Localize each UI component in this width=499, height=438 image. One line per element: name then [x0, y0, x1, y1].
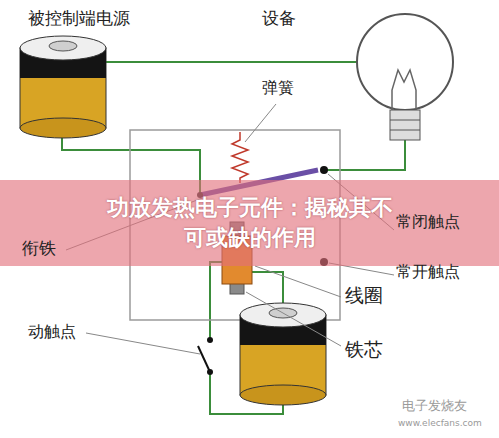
watermark: 电子发烧友 [402, 398, 467, 414]
spring [232, 132, 248, 183]
part-label: 常闭触点 [396, 212, 460, 231]
bulb [357, 14, 453, 140]
battery [240, 303, 326, 405]
part-label: 铁芯 [345, 338, 383, 361]
part-label: 衔铁 [22, 238, 56, 258]
part-label: 常开触点 [396, 262, 460, 281]
part-label: 被控制端电源 [28, 8, 130, 28]
battery [20, 36, 106, 138]
nc-contact [320, 166, 328, 174]
part-label: 动触点 [28, 322, 76, 341]
part-label: 线圈 [345, 284, 383, 307]
switch [198, 337, 213, 375]
title: 功放发热电子元件：揭秘其不可或缺的作用 [104, 193, 396, 252]
part-label: 弹簧 [262, 78, 294, 97]
part-label: 设备 [262, 8, 296, 28]
watermark: www.elecfans.com [398, 418, 482, 429]
